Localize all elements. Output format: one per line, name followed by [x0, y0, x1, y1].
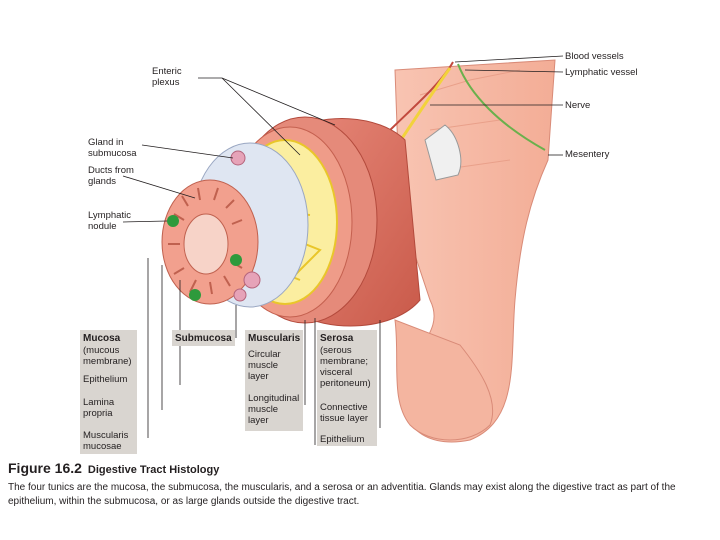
- figure-caption: The four tunics are the mucosa, the subm…: [8, 482, 676, 507]
- figure-title: Figure 16.2 Digestive Tract Histology: [8, 460, 219, 476]
- submucosa-gland: [230, 150, 246, 166]
- lymphatic-vessel-label: Lymphatic vessel: [565, 67, 638, 78]
- serosa-sub-3: visceral: [320, 367, 353, 378]
- lymphatic-vessel-shape: [457, 63, 546, 151]
- mucosa-muscularis-1: Muscularis: [83, 430, 129, 441]
- ducts-label-2: glands: [88, 176, 116, 187]
- serosa-sub-1: (serous: [320, 345, 352, 356]
- blood-vessels-label: Blood vessels: [565, 51, 624, 62]
- circular-3: layer: [248, 371, 269, 382]
- serosa-title: Serosa: [320, 333, 354, 344]
- figure-name: Digestive Tract Histology: [87, 464, 220, 476]
- mucosa-title: Mucosa: [83, 333, 121, 344]
- mucosa-lamina-2: propria: [83, 408, 113, 419]
- lymph-nodule-label-2: nodule: [88, 221, 117, 232]
- muscularis-title: Muscularis: [248, 333, 301, 344]
- enteric-plexus-label-2: plexus: [152, 77, 180, 88]
- nerve-label: Nerve: [565, 100, 591, 111]
- circular-1: Circular: [248, 349, 281, 360]
- lumen: [183, 213, 229, 275]
- serosa-sub-2: membrane;: [320, 356, 369, 367]
- lymph-nodule-label-1: Lymphatic: [88, 210, 131, 221]
- serosa-epithelium: Epithelium: [320, 434, 365, 445]
- serosa-box: [317, 330, 377, 446]
- longitudinal-2: muscle: [248, 404, 279, 415]
- mucosa-epithelium: Epithelium: [83, 374, 128, 385]
- ducts-label-1: Ducts from: [88, 165, 134, 176]
- submucosa-box: [172, 330, 235, 346]
- longitudinal-1: Longitudinal: [248, 393, 300, 404]
- serosa-connective-2: tissue layer: [320, 413, 369, 424]
- longitudinal-3: layer: [248, 415, 269, 426]
- lymphatic-nodule: [167, 215, 179, 227]
- mucosa-sub-1: (mucous: [83, 345, 120, 356]
- intestine-loop: [394, 319, 494, 441]
- gland-label-1: Gland in: [88, 137, 124, 148]
- circular-2: muscle: [248, 360, 279, 371]
- mucosa-lamina-1: Lamina: [83, 397, 115, 408]
- muscularis-box: [245, 330, 303, 431]
- nerve-bundle-cut: [424, 124, 462, 181]
- mucosa-sub-2: membrane): [83, 356, 132, 367]
- mesentery-label: Mesentery: [565, 149, 610, 160]
- enteric-plexus-label-1: Enteric: [152, 66, 182, 77]
- serosa-connective-1: Connective: [320, 402, 368, 413]
- serosa-sub-4: peritoneum): [320, 378, 371, 389]
- gland-label-2: submucosa: [88, 148, 137, 159]
- mucosa-box: [80, 330, 137, 454]
- submucosa-title: Submucosa: [175, 333, 232, 344]
- figure-number: Figure 16.2: [8, 460, 82, 476]
- mucosa-muscularis-2: mucosae: [83, 441, 122, 452]
